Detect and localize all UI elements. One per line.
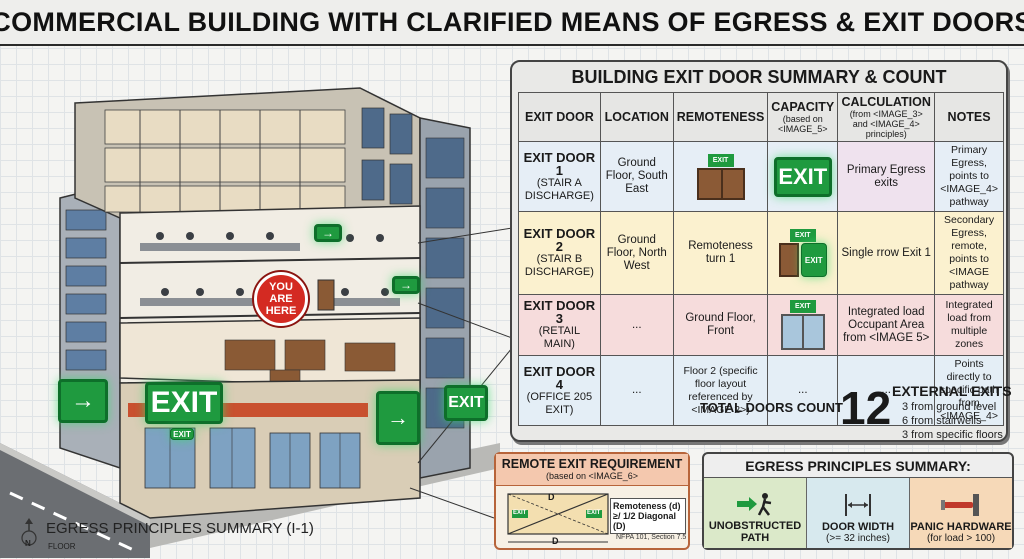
exit-sign-mid-office: → — [392, 276, 420, 294]
location-cell: ... — [599, 355, 674, 426]
remoteness-cell: Remoteness turn 1 — [672, 211, 769, 295]
width-label: D — [552, 536, 559, 546]
panic-bar-icon — [939, 491, 983, 519]
north-label: N — [25, 539, 31, 548]
total-doors-label: TOTAL DOORS COUNT — [700, 400, 843, 415]
floor-label: FLOOR — [48, 542, 76, 551]
diagonal-label: D — [548, 492, 555, 502]
table-row: EXIT DOOR 3(RETAIL MAIN) ... Ground Floo… — [518, 294, 1004, 356]
location-cell: Ground Floor, South East — [599, 141, 674, 212]
remote-header: REMOTE EXIT REQUIREMENT (based on <IMAGE… — [496, 454, 688, 486]
location-cell: ... — [599, 294, 674, 356]
summary-title: BUILDING EXIT DOOR SUMMARY & COUNT — [571, 66, 947, 87]
calculation-cell: Single rrow Exit 1 — [837, 211, 936, 295]
remote-exit-requirement-box: REMOTE EXIT REQUIREMENT (based on <IMAGE… — [494, 452, 690, 550]
principle-panic-hardware: PANIC HARDWARE (for load > 100) — [910, 478, 1012, 548]
remote-title: REMOTE EXIT REQUIREMENT — [501, 457, 683, 471]
door-cell: EXIT DOOR 4(OFFICE 205 EXIT) — [518, 355, 601, 426]
capacity-cell: EXIT — [767, 141, 839, 212]
table-row: EXIT DOOR 4(OFFICE 205 EXIT) ... Floor 2… — [518, 355, 1004, 426]
remoteness-diagram — [507, 493, 609, 543]
egress-principles-box: EGRESS PRINCIPLES SUMMARY: UNOBSTRUCTED … — [702, 452, 1014, 550]
total-doors-value: 12 — [840, 382, 892, 434]
col-exit-door: EXIT DOOR — [518, 92, 601, 142]
principle-unobstructed-path: UNOBSTRUCTED PATH — [704, 478, 807, 548]
notes-cell: Primary Egress, points to <IMAGE_4> path… — [934, 141, 1004, 212]
exit-tag-right: EXIT — [587, 510, 601, 516]
exit-running-man-sign-front: → — [376, 391, 420, 445]
notes-cell: Points directly to specific path from <I… — [934, 355, 1004, 426]
you-are-here-text: YOU ARE HERE — [265, 281, 297, 317]
exit-sign-storefront: EXIT — [170, 428, 194, 440]
col-remoteness: REMOTENESS — [672, 92, 769, 142]
calculation-cell: Integrated load Occupant Area from <IMAG… — [837, 294, 936, 356]
exit-running-man-sign-left: → — [58, 379, 108, 423]
exit-sign-ground: EXIT — [145, 382, 223, 424]
door-cell: EXIT DOOR 2(STAIR B DISCHARGE) — [518, 211, 601, 295]
north-arrow-icon — [21, 518, 37, 546]
principles-title: EGRESS PRINCIPLES SUMMARY: — [704, 454, 1012, 478]
external-exits-label: EXTERNAL EXITS — [892, 383, 1012, 399]
remoteness-cell: Ground Floor, Front — [672, 294, 769, 356]
remoteness-cell: EXIT — [672, 141, 769, 212]
col-notes: NOTES — [934, 92, 1004, 142]
remoteness-cell: Floor 2 (specific floor layout reference… — [672, 355, 769, 426]
door-cell: EXIT DOOR 3(RETAIL MAIN) — [518, 294, 601, 356]
capacity-cell: EXIT EXIT — [767, 211, 839, 295]
door-with-exit-icon: EXIT — [771, 243, 834, 277]
legend-title: EGRESS PRINCIPLES SUMMARY (I-1) — [46, 520, 314, 537]
external-breakdown-item: 6 from stairwells — [902, 415, 982, 427]
notes-cell: Integrated load from multiple zones — [934, 294, 1004, 356]
capacity-cell: EXIT — [767, 294, 839, 356]
remoteness-rule: Remoteness (d) ≥/ 1/2 Diagonal (D) — [610, 498, 686, 534]
exit-door-summary-panel: BUILDING EXIT DOOR SUMMARY & COUNT EXIT … — [510, 60, 1008, 442]
principle-door-width: DOOR WIDTH (>= 32 inches) — [807, 478, 910, 548]
table-row: EXIT DOOR 1(STAIR A DISCHARGE) Ground Fl… — [518, 141, 1004, 212]
you-are-here-marker: YOU ARE HERE — [254, 272, 308, 326]
table-row: EXIT DOOR 2(STAIR B DISCHARGE) Ground Fl… — [518, 211, 1004, 295]
col-calculation: CALCULATION (from <IMAGE_3> and <IMAGE_4… — [837, 92, 936, 142]
street — [0, 443, 150, 558]
running-person-icon — [735, 490, 775, 518]
glass-double-door-icon — [780, 314, 825, 350]
exit-sign-large: EXIT — [773, 156, 832, 197]
calculation-cell: ... — [837, 355, 936, 426]
calculation-cell: Primary Egress exits — [837, 141, 936, 212]
capacity-cell: ... — [767, 355, 839, 426]
door-width-icon — [838, 491, 878, 519]
external-breakdown-item: 3 from specific floors — [902, 429, 1003, 441]
double-door-icon — [696, 167, 745, 200]
title-banner: COMMERCIAL BUILDING WITH CLARIFIED MEANS… — [0, 0, 1024, 46]
table-header-row: EXIT DOOR LOCATION REMOTENESS CAPACITY (… — [518, 92, 1004, 142]
exit-sign-upper-office: → — [314, 224, 342, 242]
col-capacity: CAPACITY (based on <IMAGE_5> — [767, 92, 839, 142]
door-cell: EXIT DOOR 1(STAIR A DISCHARGE) — [518, 141, 601, 212]
nfpa-reference: NFPA 101, Section 7.5 — [616, 534, 687, 541]
col-location: LOCATION — [599, 92, 674, 142]
notes-cell: Secondary Egress, remote, points to <IMA… — [934, 211, 1004, 295]
exit-tag-left: EXIT — [513, 510, 527, 516]
page-title: COMMERCIAL BUILDING WITH CLARIFIED MEANS… — [0, 6, 1024, 37]
remote-subtitle: (based on <IMAGE_6> — [545, 471, 639, 481]
exit-door-table: EXIT DOOR LOCATION REMOTENESS CAPACITY (… — [518, 92, 1004, 426]
location-cell: Ground Floor, North West — [599, 211, 674, 295]
exit-sign-right-tower: EXIT — [444, 385, 488, 421]
external-breakdown-item: 3 from ground level — [902, 401, 997, 413]
